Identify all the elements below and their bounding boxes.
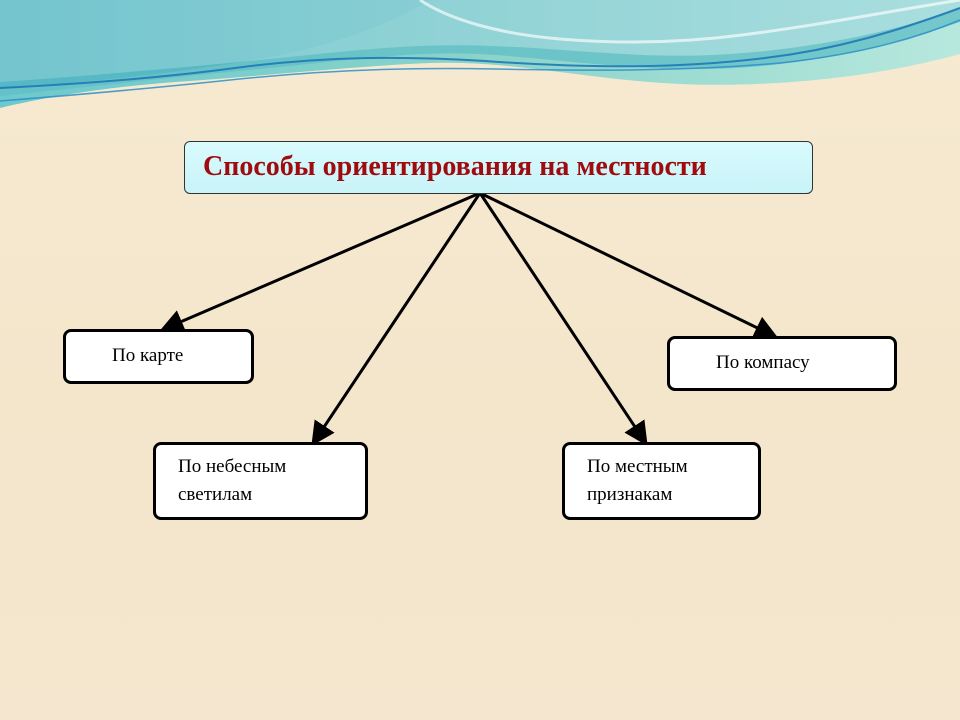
node-local: По местным признакам [562, 442, 761, 520]
node-local-line1: По местным [587, 456, 688, 477]
node-map: По карте [63, 329, 254, 384]
arrow-to-local [478, 192, 648, 447]
node-stars: По небесным светилам [153, 442, 368, 520]
header-wave [0, 0, 960, 108]
arrow-to-map [159, 191, 481, 333]
node-stars-line1: По небесным [178, 456, 287, 477]
arrow-to-stars [311, 192, 482, 446]
node-compass-label: По компасу [716, 352, 810, 373]
node-local-line2: признакам [587, 484, 673, 505]
node-compass: По компасу [667, 336, 897, 391]
node-map-label: По карте [112, 345, 184, 366]
node-stars-line2: светилам [178, 484, 253, 505]
diagram-title: Способы ориентирования на местности [203, 151, 707, 182]
arrow-to-compass [479, 191, 779, 339]
diagram-title-box: Способы ориентирования на местности [184, 141, 813, 194]
